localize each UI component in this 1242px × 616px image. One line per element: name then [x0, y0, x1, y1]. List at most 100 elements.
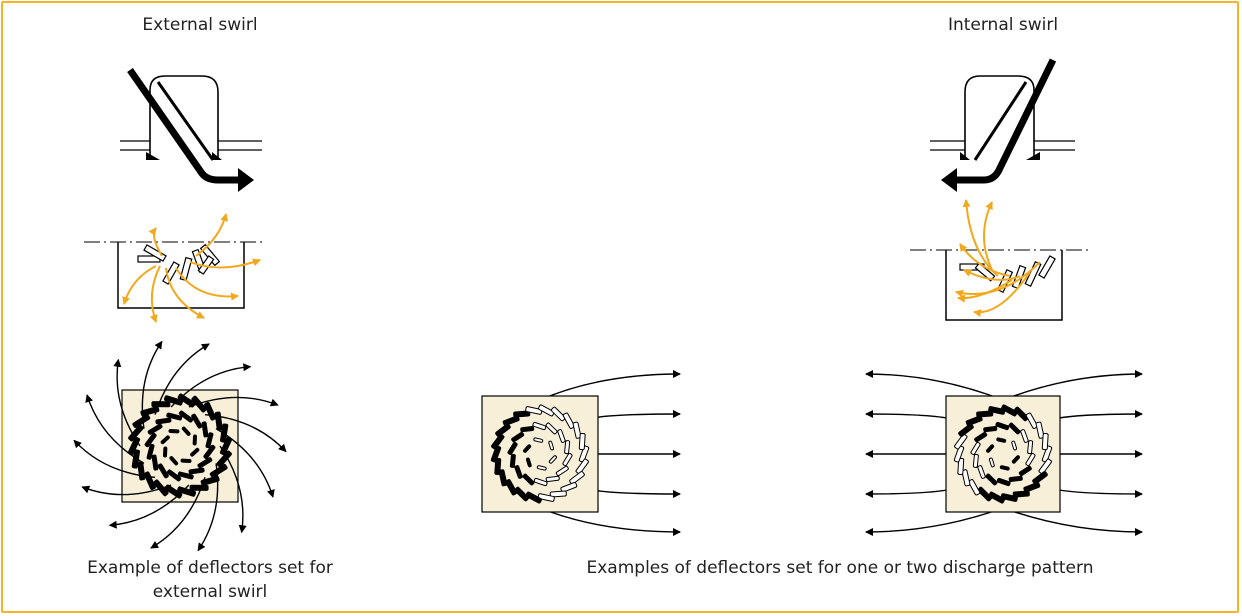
- swirl-arrow: [85, 394, 145, 464]
- deflector-slot: [177, 486, 197, 497]
- deflector-slot: [562, 412, 575, 429]
- deflector-slot: [958, 423, 974, 437]
- deflector-slot: [190, 447, 200, 457]
- deflector-slot: [160, 435, 170, 445]
- deflector-slot: [514, 465, 523, 479]
- deflector-slot: [523, 444, 532, 453]
- deflector-slot: [1018, 465, 1032, 477]
- one-way-deflectors: [490, 404, 590, 504]
- deflector-slot: [564, 440, 571, 455]
- caption-external-swirl-line2: external swirl: [152, 582, 268, 602]
- internal-swirl-section-diagram: [930, 58, 1075, 192]
- swirl-arrow: [219, 445, 247, 534]
- discharge-arrow-left: [865, 507, 1004, 536]
- deflector-slot: [1011, 440, 1018, 451]
- deflector-slot: [545, 475, 560, 483]
- discharge-arrow-right: [1002, 507, 1143, 536]
- deflector-slot: [189, 484, 209, 491]
- deflector-slot: [181, 426, 191, 436]
- deflector-slot: [1013, 406, 1029, 422]
- deflector-slot: [549, 490, 567, 498]
- deflector-slot: [988, 406, 1006, 415]
- deflector-slot: [533, 437, 544, 443]
- deflector-slot: [977, 465, 986, 479]
- deflector-slot: [1020, 429, 1029, 443]
- external-swirl-section-diagram: [120, 68, 262, 192]
- deflector-slot: [954, 433, 968, 450]
- deflector-slot: [157, 463, 169, 479]
- deflector-slot: [494, 457, 502, 475]
- discharge-arrow-right: [539, 507, 681, 536]
- deflector-slot: [1025, 412, 1038, 429]
- deflector-slot: [1011, 455, 1020, 464]
- deflector-slot: [162, 446, 168, 458]
- deflector-slot: [965, 415, 983, 427]
- deflector-slot: [144, 432, 157, 448]
- swirl-arrow: [204, 414, 287, 453]
- deflector-slot: [169, 456, 179, 466]
- deflector-slot: [163, 395, 183, 406]
- deflector-slot: [192, 434, 198, 446]
- deflector-slot: [562, 453, 573, 467]
- deflector-slot: [532, 421, 547, 431]
- deflector-slot: [1000, 493, 1018, 502]
- deflector-slot: [578, 445, 590, 463]
- deflector-slot: [166, 412, 183, 421]
- deflector-slot: [188, 467, 205, 475]
- deflector-slot: [578, 433, 586, 451]
- deflector-slot: [995, 421, 1010, 431]
- deflector-slot: [977, 486, 993, 502]
- deflector-slot: [520, 425, 535, 433]
- deflector-slot: [976, 410, 994, 418]
- deflector-slot: [490, 445, 502, 463]
- deflector-slot: [545, 422, 558, 435]
- deflector-slot: [985, 473, 998, 486]
- deflector-slot: [999, 465, 1010, 471]
- deflector-slot: [575, 458, 589, 475]
- deflector-slot: [525, 491, 542, 504]
- discharge-arrow-right: [539, 370, 681, 401]
- discharge-arrow-right: [1049, 487, 1143, 498]
- deflector-slot: [205, 432, 214, 449]
- deflector-slot: [203, 444, 216, 460]
- deflector-slot: [996, 477, 1011, 487]
- external-swirl-plan-diagram: [84, 213, 262, 323]
- swirl-arrow: [197, 463, 219, 552]
- deflector-slot: [509, 453, 516, 468]
- deflector-slot: [1008, 475, 1023, 483]
- deflector-slot: [201, 421, 209, 438]
- swirl-arrow: [81, 484, 172, 496]
- swirl-arrow: [141, 340, 163, 429]
- deflector-slot: [498, 469, 508, 487]
- external-swirl-panel: [73, 340, 287, 552]
- deflector-slot: [155, 417, 172, 425]
- deflector-slot: [988, 457, 995, 468]
- internal-swirl-plan-diagram: [910, 199, 1090, 321]
- deflector-slot: [1023, 481, 1041, 493]
- deflector-slot: [151, 454, 159, 471]
- discharge-arrow-right: [1049, 410, 1143, 421]
- deflector-slot: [511, 431, 525, 443]
- two-way-discharge-arrows: [865, 370, 1143, 536]
- deflector-slot: [525, 457, 532, 468]
- deflector-slot: [180, 458, 192, 464]
- deflector-slot: [986, 444, 995, 453]
- external-swirl-title: External swirl: [142, 15, 258, 35]
- deflector-slot: [1001, 404, 1018, 417]
- deflector-slot: [1041, 433, 1049, 451]
- deflector-slot: [961, 469, 971, 487]
- deflector-slot: [507, 441, 518, 455]
- discharge-arrow-right: [1002, 370, 1143, 401]
- deflector-slot: [128, 424, 144, 442]
- deflector-slot: [972, 453, 979, 468]
- deflector-slot: [505, 479, 518, 496]
- deflector-slot: [177, 471, 194, 480]
- deflector-slot: [200, 475, 220, 486]
- deflector-slot: [970, 441, 981, 455]
- deflector-slot: [953, 445, 965, 463]
- deflector-slot: [168, 428, 180, 434]
- external-swirl-arrows: [73, 340, 287, 552]
- deflector-slot: [537, 493, 555, 502]
- deflector-slot: [557, 429, 566, 443]
